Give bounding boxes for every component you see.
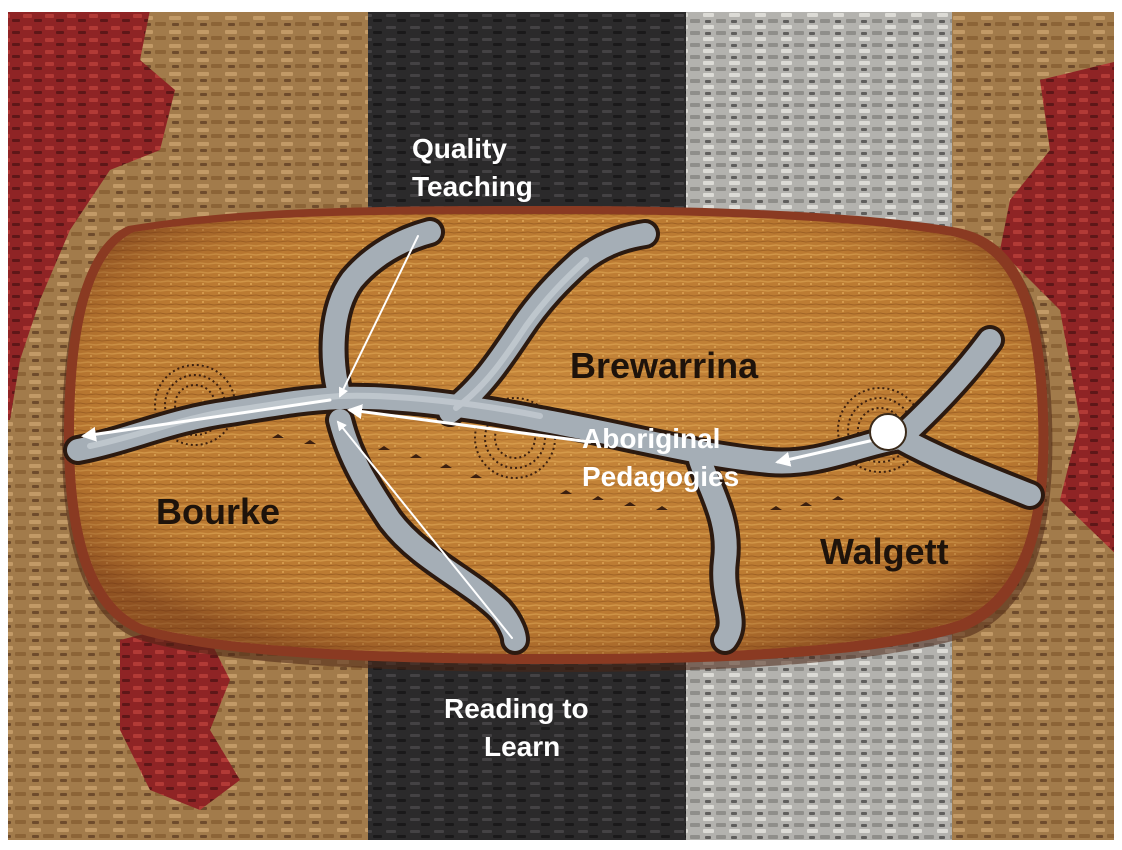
label-quality-teaching-line2: Teaching [412, 171, 533, 202]
label-bourke: Bourke [156, 491, 280, 532]
label-walgett: Walgett [820, 531, 949, 572]
label-aboriginal-pedagogies-line1: Aboriginal [582, 423, 720, 454]
white-circle-marker [870, 414, 906, 450]
label-reading-to-learn-line1: Reading to [444, 693, 589, 724]
label-quality-teaching-line1: Quality [412, 133, 507, 164]
label-reading-to-learn-line2: Learn [484, 731, 560, 762]
label-aboriginal-pedagogies-line2: Pedagogies [582, 461, 739, 492]
label-brewarrina: Brewarrina [570, 345, 759, 386]
